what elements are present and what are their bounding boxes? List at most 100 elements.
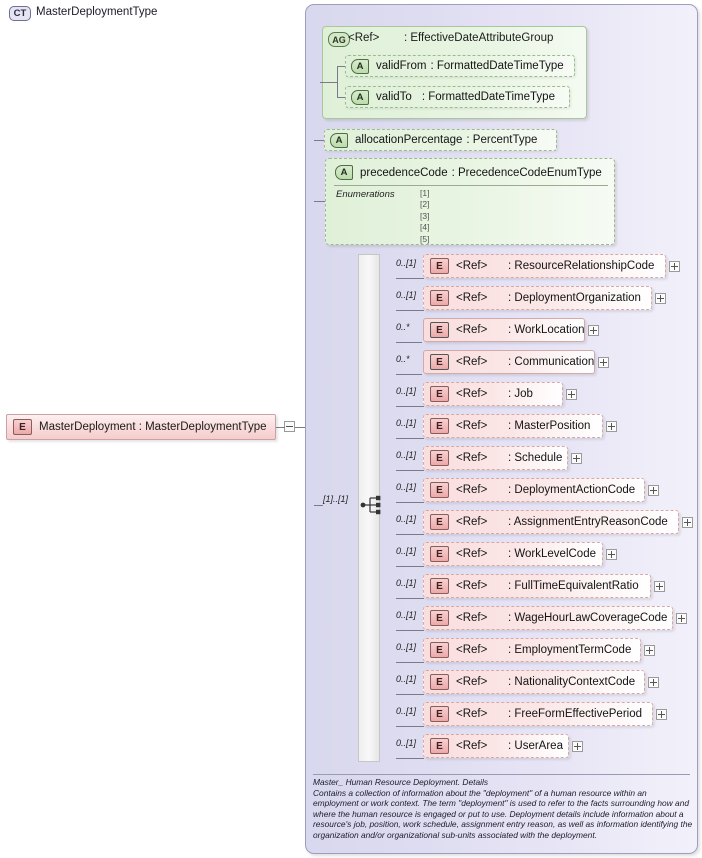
element-expand-toggle[interactable] bbox=[682, 517, 693, 528]
element-type: : DeploymentOrganization bbox=[508, 292, 641, 304]
element-row-resourcerelationshipcode[interactable]: E <Ref> : ResourceRelationshipCode bbox=[423, 254, 666, 278]
element-type: : Schedule bbox=[508, 452, 563, 464]
element-badge-icon: E bbox=[430, 418, 449, 434]
element-expand-toggle[interactable] bbox=[606, 421, 617, 432]
enum-value: [5] bbox=[420, 233, 430, 244]
element-cardinality: 0..[1] bbox=[396, 450, 417, 460]
element-row-job[interactable]: E <Ref> : Job bbox=[423, 382, 563, 406]
divider bbox=[313, 774, 690, 775]
attribute-group-badge-icon: AG bbox=[328, 32, 350, 47]
element-row-worklevelcode[interactable]: E <Ref> : WorkLevelCode bbox=[423, 542, 603, 566]
connector-line bbox=[396, 726, 424, 727]
element-row-deploymentorganization[interactable]: E <Ref> : DeploymentOrganization bbox=[423, 286, 652, 310]
attribute-row-validto[interactable]: A validTo : FormattedDateTimeType bbox=[345, 86, 570, 108]
element-expand-toggle[interactable] bbox=[669, 261, 680, 272]
connector-line bbox=[337, 97, 346, 98]
element-cardinality: 0..[1] bbox=[396, 290, 417, 300]
element-type: : FreeFormEffectivePeriod bbox=[508, 708, 643, 720]
element-type: : EmploymentTermCode bbox=[508, 644, 632, 656]
connector-line bbox=[396, 342, 422, 343]
element-type: : Job bbox=[508, 388, 533, 400]
sequence-cardinality: [1]..[1] bbox=[323, 494, 349, 504]
connector-line bbox=[396, 470, 424, 471]
element-expand-toggle[interactable] bbox=[571, 453, 582, 464]
element-row-communication[interactable]: E <Ref> : Communication bbox=[423, 350, 595, 374]
enumerations-label: Enumerations bbox=[336, 189, 395, 200]
element-badge-icon: E bbox=[430, 482, 449, 498]
element-cardinality: 0..[1] bbox=[396, 674, 417, 684]
sequence-group-bar bbox=[358, 254, 380, 762]
element-row-worklocation[interactable]: E <Ref> : WorkLocation bbox=[423, 318, 585, 342]
attribute-badge-icon: A bbox=[351, 58, 369, 74]
element-cardinality: 0..[1] bbox=[396, 642, 417, 652]
attribute-type: : FormattedDateTimeType bbox=[430, 60, 564, 72]
attribute-row-precedencecode[interactable]: A precedenceCode : PrecedenceCodeEnumTyp… bbox=[325, 158, 615, 245]
element-row-freeformeffectiveperiod[interactable]: E <Ref> : FreeFormEffectivePeriod bbox=[423, 702, 653, 726]
element-cardinality: 0..* bbox=[396, 354, 410, 364]
element-badge-icon: E bbox=[430, 290, 449, 306]
complextype-badge-icon: CT bbox=[9, 6, 31, 21]
element-badge-icon: E bbox=[430, 706, 449, 722]
attribute-type: : PrecedenceCodeEnumType bbox=[451, 166, 602, 179]
element-cardinality: 0..[1] bbox=[396, 482, 417, 492]
attribute-row-allocationpercentage[interactable]: A allocationPercentage : PercentType bbox=[324, 129, 557, 151]
element-badge-icon: E bbox=[430, 738, 449, 754]
element-row-masterposition[interactable]: E <Ref> : MasterPosition bbox=[423, 414, 603, 438]
connector-line bbox=[396, 694, 424, 695]
complextype-title: MasterDeploymentType bbox=[36, 6, 158, 18]
element-type: : MasterPosition bbox=[508, 420, 591, 432]
connector-line bbox=[396, 534, 424, 535]
element-type: : FullTimeEquivalentRatio bbox=[508, 580, 639, 592]
element-cardinality: 0..[1] bbox=[396, 706, 417, 716]
element-row-fulltimeequivalentratio[interactable]: E <Ref> : FullTimeEquivalentRatio bbox=[423, 574, 651, 598]
element-cardinality: 0..[1] bbox=[396, 258, 417, 268]
element-badge-icon: E bbox=[430, 546, 449, 562]
attribute-row-validfrom[interactable]: A validFrom : FormattedDateTimeType bbox=[345, 55, 575, 77]
element-expand-toggle[interactable] bbox=[676, 613, 687, 624]
documentation-body: Contains a collection of information abo… bbox=[313, 787, 693, 840]
element-type: : WorkLocation bbox=[508, 324, 585, 336]
connector-line bbox=[396, 630, 424, 631]
element-expand-toggle[interactable] bbox=[588, 325, 599, 336]
element-cardinality: 0..[1] bbox=[396, 386, 417, 396]
element-ref: <Ref> bbox=[456, 548, 488, 560]
element-expand-toggle[interactable] bbox=[648, 485, 659, 496]
element-cardinality: 0..* bbox=[396, 322, 410, 332]
element-expand-toggle[interactable] bbox=[656, 709, 667, 720]
element-expand-toggle[interactable] bbox=[654, 581, 665, 592]
connector-line bbox=[396, 310, 424, 311]
element-row-userarea[interactable]: E <Ref> : UserArea bbox=[423, 734, 569, 758]
enum-value: [1] bbox=[420, 188, 430, 198]
root-element-masterdeployment[interactable]: E MasterDeployment : MasterDeploymentTyp… bbox=[6, 414, 276, 440]
root-collapse-toggle[interactable] bbox=[284, 421, 295, 432]
element-expand-toggle[interactable] bbox=[598, 357, 609, 368]
element-badge-icon: E bbox=[430, 642, 449, 658]
connector-line bbox=[396, 374, 422, 375]
element-expand-toggle[interactable] bbox=[606, 549, 617, 560]
attribute-name: precedenceCode bbox=[360, 166, 448, 179]
element-row-nationalitycontextcode[interactable]: E <Ref> : NationalityContextCode bbox=[423, 670, 645, 694]
element-ref: <Ref> bbox=[456, 324, 488, 336]
element-type: : DeploymentActionCode bbox=[508, 484, 636, 496]
documentation-block: Master_ Human Resource Deployment. Detai… bbox=[313, 777, 693, 840]
attribute-badge-icon: A bbox=[351, 89, 369, 105]
element-row-employmenttermcode[interactable]: E <Ref> : EmploymentTermCode bbox=[423, 638, 641, 662]
element-row-wagehourlawcoveragecode[interactable]: E <Ref> : WageHourLawCoverageCode bbox=[423, 606, 673, 630]
attribute-badge-icon: A bbox=[335, 165, 353, 180]
element-expand-toggle[interactable] bbox=[655, 293, 666, 304]
attribute-group-type: : EffectiveDateAttributeGroup bbox=[404, 32, 554, 44]
element-expand-toggle[interactable] bbox=[644, 645, 655, 656]
divider bbox=[334, 185, 608, 186]
element-expand-toggle[interactable] bbox=[572, 741, 583, 752]
element-expand-toggle[interactable] bbox=[648, 677, 659, 688]
element-badge-icon: E bbox=[430, 386, 449, 402]
enum-value: [4] bbox=[420, 222, 430, 233]
element-ref: <Ref> bbox=[456, 676, 488, 688]
element-row-schedule[interactable]: E <Ref> : Schedule bbox=[423, 446, 568, 470]
element-badge-icon: E bbox=[430, 322, 449, 338]
element-row-assignmententryreasoncode[interactable]: E <Ref> : AssignmentEntryReasonCode bbox=[423, 510, 679, 534]
element-expand-toggle[interactable] bbox=[566, 389, 577, 400]
connector-line bbox=[276, 427, 285, 428]
element-row-deploymentactioncode[interactable]: E <Ref> : DeploymentActionCode bbox=[423, 478, 645, 502]
element-ref: <Ref> bbox=[456, 420, 488, 432]
